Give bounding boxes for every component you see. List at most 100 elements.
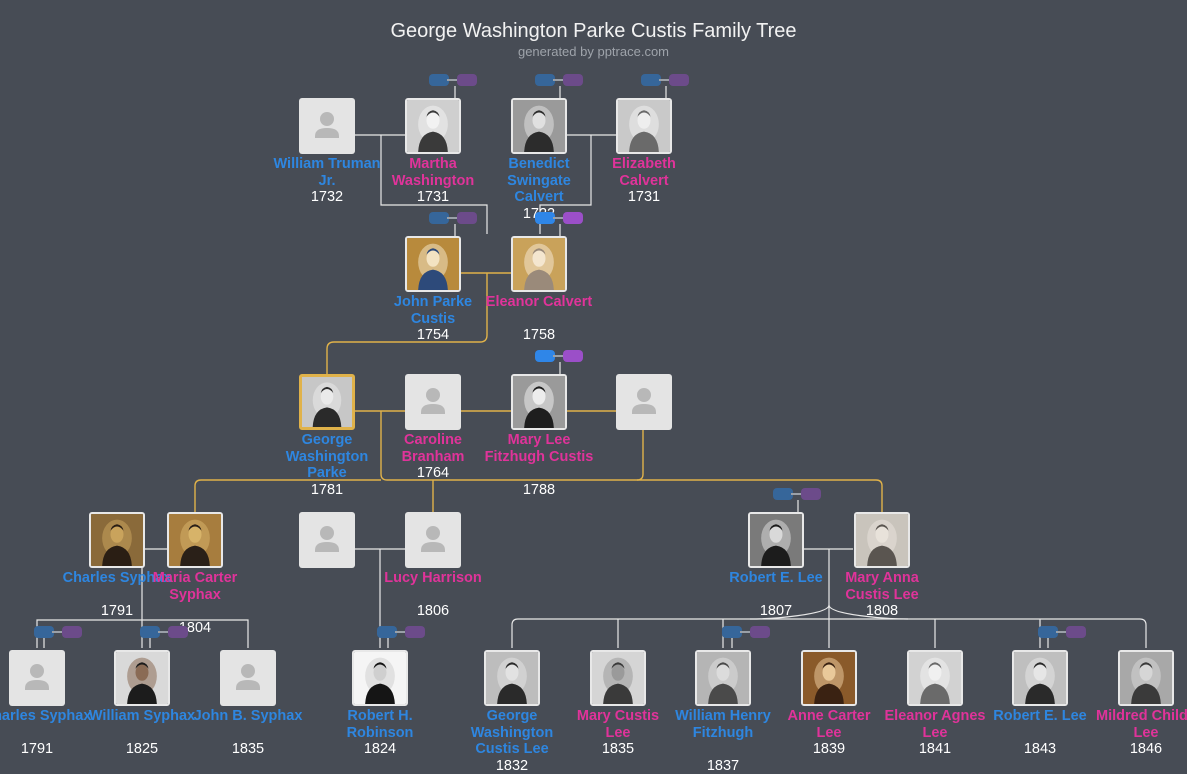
expand-mother-button[interactable] <box>563 212 583 224</box>
person-name: Martha Washington <box>391 156 475 189</box>
person-name: Eleanor Agnes Lee <box>884 708 986 741</box>
expand-father-button[interactable] <box>140 626 160 638</box>
person-name: Mary Lee Fitzhugh Custis <box>484 432 594 465</box>
expand-mother-button[interactable] <box>457 74 477 86</box>
person-birth-year: 1841 <box>918 741 952 757</box>
avatar-placeholder-icon[interactable] <box>616 374 672 430</box>
person-photo[interactable] <box>405 98 461 154</box>
expand-father-button[interactable] <box>535 74 555 86</box>
person-photo[interactable] <box>299 374 355 430</box>
toggle-connector <box>740 631 752 633</box>
person-name: Benedict Swingate Calvert <box>507 156 571 205</box>
person-birth-year: 1731 <box>416 189 450 205</box>
person-photo[interactable] <box>114 650 170 706</box>
person-birth-year: 1732 <box>310 189 344 205</box>
expand-mother-button[interactable] <box>1066 626 1086 638</box>
person-photo[interactable] <box>695 650 751 706</box>
expand-father-button[interactable] <box>641 74 661 86</box>
person-birth-year: 1764 <box>416 465 450 481</box>
expand-father-button[interactable] <box>429 74 449 86</box>
person-birth-year: 1781 <box>310 481 344 498</box>
person-name: John Parke Custis <box>393 294 473 327</box>
person-birth-year: 1806 <box>416 603 450 619</box>
person-name: Maria Carter Syphax <box>152 570 238 603</box>
person-birth-year: 1788 <box>522 481 556 498</box>
person-birth-year: 1791 <box>100 603 134 619</box>
person-photo[interactable] <box>89 512 145 568</box>
person-name: William Truman Jr. <box>273 156 381 189</box>
person-birth-year: 1731 <box>627 189 661 205</box>
expand-mother-button[interactable] <box>669 74 689 86</box>
person-photo[interactable] <box>907 650 963 706</box>
person-birth-year: 1843 <box>1023 741 1057 757</box>
person-photo[interactable] <box>484 650 540 706</box>
expand-mother-button[interactable] <box>750 626 770 638</box>
person-name: Robert E. Lee <box>729 570 823 586</box>
toggle-connector <box>791 493 803 495</box>
person-photo[interactable] <box>801 650 857 706</box>
person-birth-year: 1791 <box>20 741 54 757</box>
person-name: Anne Carter Lee <box>787 708 871 741</box>
person-photo[interactable] <box>405 236 461 292</box>
expand-mother-button[interactable] <box>563 74 583 86</box>
expand-father-button[interactable] <box>34 626 54 638</box>
person-photo[interactable] <box>1118 650 1174 706</box>
person-name: Eleanor Calvert <box>485 294 593 310</box>
expand-father-button[interactable] <box>722 626 742 638</box>
person-photo[interactable] <box>1012 650 1068 706</box>
avatar-placeholder-icon[interactable] <box>299 98 355 154</box>
expand-mother-button[interactable] <box>62 626 82 638</box>
page-title: George Washington Parke Custis Family Tr… <box>390 20 797 42</box>
person-name: George Washington Custis Lee <box>470 708 554 757</box>
person-birth-year: 1846 <box>1129 741 1163 757</box>
expand-mother-button[interactable] <box>168 626 188 638</box>
expand-mother-button[interactable] <box>563 350 583 362</box>
avatar-placeholder-icon[interactable] <box>299 512 355 568</box>
person-photo[interactable] <box>854 512 910 568</box>
expand-father-button[interactable] <box>535 212 555 224</box>
toggle-connector <box>659 79 671 81</box>
expand-mother-button[interactable] <box>801 488 821 500</box>
toggle-connector <box>447 79 459 81</box>
toggle-connector <box>395 631 407 633</box>
person-name: Mildred Childe Lee <box>1096 708 1187 741</box>
person-name: John B. Syphax <box>193 708 303 724</box>
person-photo[interactable] <box>511 98 567 154</box>
person-photo[interactable] <box>616 98 672 154</box>
toggle-connector <box>447 217 459 219</box>
person-name: William Henry Fitzhugh <box>675 708 771 741</box>
expand-mother-button[interactable] <box>457 212 477 224</box>
toggle-connector <box>52 631 64 633</box>
page-subtitle: generated by pptrace.com <box>517 44 670 59</box>
person-birth-year: 1837 <box>706 757 740 774</box>
person-birth-year: 1835 <box>231 741 265 757</box>
person-photo[interactable] <box>748 512 804 568</box>
avatar-placeholder-icon[interactable] <box>9 650 65 706</box>
person-photo[interactable] <box>511 374 567 430</box>
avatar-placeholder-icon[interactable] <box>405 374 461 430</box>
person-name: Robert H. Robinson <box>346 708 414 741</box>
person-photo[interactable] <box>590 650 646 706</box>
person-birth-year: 1839 <box>812 741 846 757</box>
person-photo[interactable] <box>167 512 223 568</box>
expand-father-button[interactable] <box>1038 626 1058 638</box>
expand-father-button[interactable] <box>429 212 449 224</box>
person-birth-year: 1758 <box>522 327 556 343</box>
person-name: George Washington Parke <box>285 432 369 481</box>
avatar-placeholder-icon[interactable] <box>220 650 276 706</box>
person-name: William Syphax <box>88 708 196 724</box>
person-birth-year: 1754 <box>416 327 450 343</box>
person-birth-year: 1832 <box>495 757 529 774</box>
person-birth-year: 1835 <box>601 741 635 757</box>
expand-mother-button[interactable] <box>405 626 425 638</box>
person-birth-year: 1824 <box>363 741 397 757</box>
person-photo[interactable] <box>352 650 408 706</box>
expand-father-button[interactable] <box>377 626 397 638</box>
expand-father-button[interactable] <box>773 488 793 500</box>
expand-father-button[interactable] <box>535 350 555 362</box>
person-birth-year: 1825 <box>125 741 159 757</box>
person-photo[interactable] <box>511 236 567 292</box>
toggle-connector <box>553 355 565 357</box>
avatar-placeholder-icon[interactable] <box>405 512 461 568</box>
